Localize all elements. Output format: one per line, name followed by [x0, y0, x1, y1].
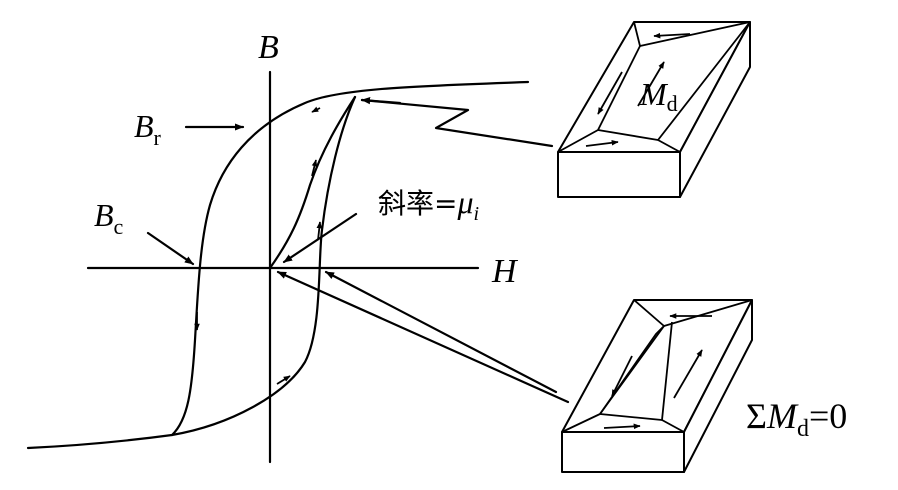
slope-arrow — [282, 212, 358, 264]
curve-arrow-ascending — [316, 221, 323, 241]
curve-arrow-top — [311, 106, 321, 113]
saturation-pointer-arrow — [360, 97, 402, 105]
demagnetized-crystal — [561, 299, 753, 473]
crystal2-front-face — [561, 431, 685, 473]
b-axis-label: B — [258, 29, 279, 66]
domain-wall-left — [557, 21, 641, 153]
crystal-side-face — [679, 21, 751, 198]
crystal2-side-face — [683, 299, 753, 473]
h-axis-label: H — [491, 253, 519, 290]
domain-arrow-left — [597, 71, 623, 115]
hysteresis-descending-branch — [26, 80, 530, 450]
domain-wall-top — [639, 21, 751, 47]
domain2-arrow-bottom — [603, 423, 641, 430]
domain-arrow-bottom — [585, 140, 619, 147]
sum-md-label: ΣMd=0 — [746, 396, 847, 442]
domain-wall-bottom — [657, 139, 681, 153]
hysteresis-ascending-branch — [170, 95, 357, 437]
domain2-wall-bottom — [599, 413, 663, 421]
bc-label: Bc — [94, 197, 124, 239]
domain2-wall-left — [561, 299, 665, 433]
bc-arrow — [146, 231, 195, 266]
crystal-front-face — [557, 151, 681, 198]
curve-arrow-initial — [311, 159, 318, 177]
domain-arrow-center — [637, 61, 665, 107]
zigzag-connector — [360, 98, 554, 148]
domain2-wall-center-a — [599, 325, 665, 415]
demag-arrow-origin — [276, 270, 570, 404]
md-label: Md — [639, 76, 678, 116]
demag-arrow-right — [324, 270, 558, 394]
domain2-arrow-left — [611, 355, 633, 397]
curve-arrow-bottom — [276, 375, 291, 385]
magnetized-crystal: Md — [557, 21, 751, 198]
domain2-wall-top — [663, 299, 753, 327]
domain-arrow-top — [653, 32, 691, 39]
slope-label: 斜率=μi — [378, 184, 479, 225]
br-label: Br — [134, 108, 162, 150]
domain2-arrow-right — [673, 349, 703, 399]
initial-magnetization-curve — [268, 95, 357, 270]
